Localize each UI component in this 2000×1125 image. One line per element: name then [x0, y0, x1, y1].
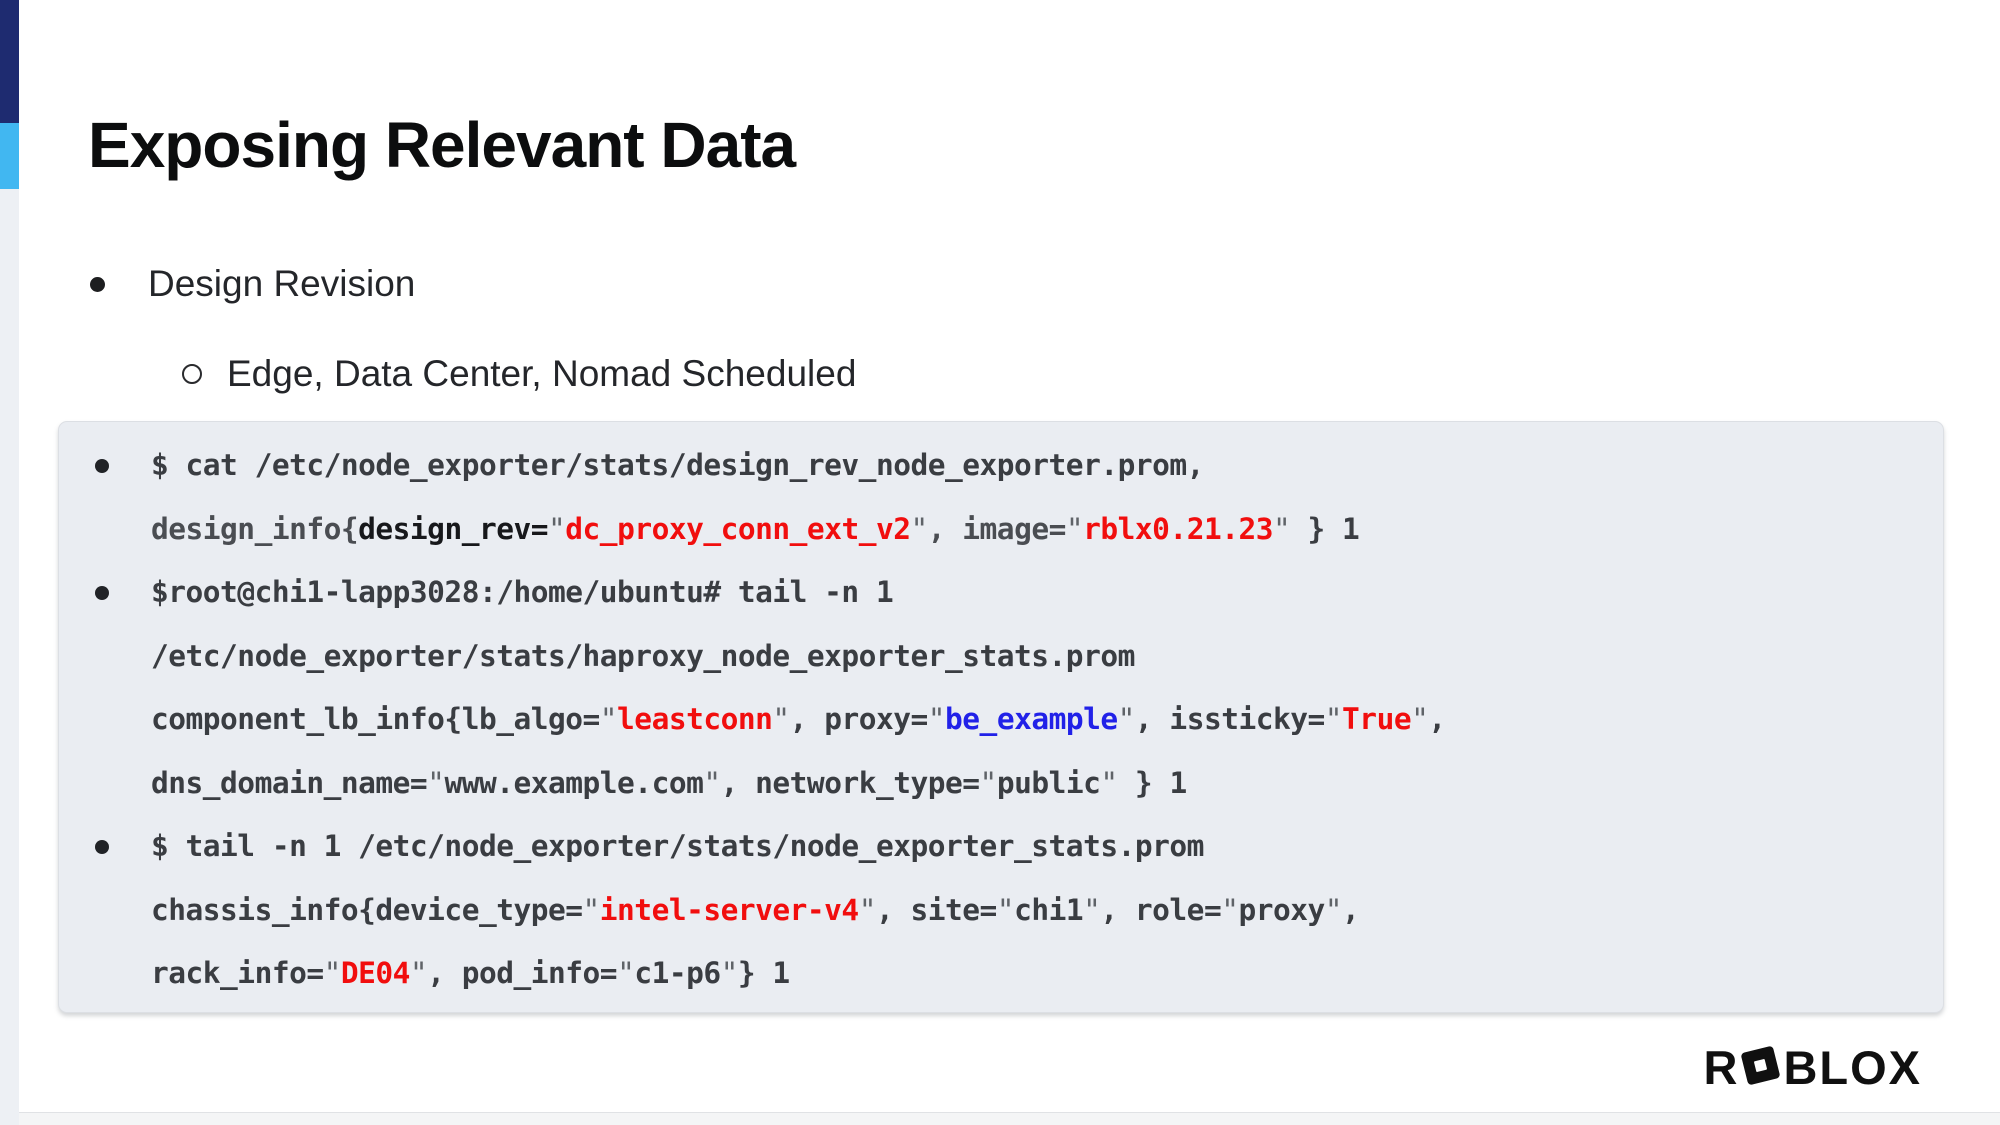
code-segment: " [1324, 702, 1343, 736]
code-item: $ tail -n 1 /etc/node_exporter/stats/nod… [59, 815, 1943, 1006]
code-segment: True [1342, 702, 1412, 736]
code-segment: $ tail -n 1 /etc/node_exporter/stats/nod… [151, 829, 1204, 863]
code-segment: rblx0.21.23 [1083, 511, 1273, 546]
code-segment: www.example.com [444, 765, 704, 800]
bullet-circle-icon [182, 364, 202, 384]
code-segment: , [1342, 892, 1360, 927]
code-segment: component_lb_info{lb_algo= [151, 702, 600, 736]
code-segment: " [772, 702, 790, 736]
accent-bar-navy [0, 0, 19, 123]
bullet-text: Edge, Data Center, Nomad Scheduled [227, 353, 857, 394]
code-bullet-dot-icon [95, 459, 109, 473]
code-segment: " [910, 511, 929, 546]
bullet-item-edge-datacenter-nomad: Edge, Data Center, Nomad Scheduled [182, 348, 856, 400]
slide-title: Exposing Relevant Data [88, 109, 796, 181]
code-segment: " [548, 511, 566, 546]
code-segment: } 1 [737, 956, 790, 990]
code-segment: , proxy= [789, 702, 929, 736]
accent-bar-sky [0, 123, 19, 189]
code-line: dns_domain_name="www.example.com", netwo… [151, 752, 1943, 816]
code-segment: /etc/node_exporter/stats/haproxy_node_ex… [151, 638, 1135, 673]
code-segment: , issticky= [1134, 702, 1325, 736]
code-segment: " [1117, 702, 1136, 736]
accent-bar-gray [0, 189, 19, 1125]
code-line: $ cat /etc/node_exporter/stats/design_re… [151, 434, 1943, 498]
code-line: $ tail -n 1 /etc/node_exporter/stats/nod… [151, 815, 1943, 879]
code-segment: " [720, 956, 739, 990]
code-segment: DE04 [340, 956, 411, 990]
code-segment: , [1428, 702, 1446, 736]
code-segment: design_info{ [151, 511, 359, 546]
code-segment: " [1083, 892, 1101, 927]
code-segment: " [427, 765, 445, 800]
code-segment: " [323, 956, 342, 990]
code-segment: " [617, 956, 635, 990]
roblox-square-hole [1754, 1058, 1768, 1072]
code-segment: chi1 [1014, 892, 1084, 927]
code-line: /etc/node_exporter/stats/haproxy_node_ex… [151, 625, 1943, 689]
code-segment: " [858, 892, 877, 927]
code-segment: dc_proxy_conn_ext_v2 [565, 511, 911, 546]
code-segment: " [1273, 511, 1291, 546]
code-line: component_lb_info{lb_algo="leastconn", p… [151, 688, 1943, 752]
code-segment: , network_type= [720, 765, 980, 800]
code-list: $ cat /etc/node_exporter/stats/design_re… [59, 434, 1943, 1006]
code-segment: leastconn [617, 702, 773, 736]
code-segment: } 1 [1290, 511, 1360, 546]
code-segment: " [1411, 702, 1429, 736]
code-bullet-dot-icon [95, 586, 109, 600]
code-segment: " [1100, 765, 1118, 800]
code-segment: c1-p6 [634, 956, 721, 990]
code-segment: dns_domain_name= [151, 765, 428, 800]
code-segment: " [927, 702, 946, 736]
code-segment: " [703, 765, 721, 800]
code-item: $root@chi1-lapp3028:/home/ubuntu# tail -… [59, 561, 1943, 815]
logo-text-blox: BLOX [1783, 1040, 1922, 1094]
code-segment: " [582, 892, 601, 927]
code-segment: , image= [927, 511, 1067, 546]
roblox-logo: R BLOX [1703, 1041, 1922, 1093]
code-segment: chassis_info{device_type= [151, 892, 583, 927]
code-line: rack_info="DE04", pod_info="c1-p6"} 1 [151, 942, 1943, 1006]
code-segment: " [599, 702, 618, 736]
code-segment: $ cat /etc/node_exporter/stats/design_re… [151, 448, 1204, 482]
bullet-dot-icon [90, 276, 105, 292]
code-segment: rack_info= [151, 956, 324, 990]
code-line: chassis_info{device_type="intel-server-v… [151, 879, 1943, 943]
code-bullet-dot-icon [95, 840, 109, 854]
code-segment: be_example [945, 702, 1118, 736]
slide-bottom-edge [0, 1112, 2000, 1125]
code-segment: " [409, 956, 428, 990]
code-block: $ cat /etc/node_exporter/stats/design_re… [58, 421, 1944, 1013]
bullet-item-design-revision: Design Revision [90, 258, 415, 310]
code-segment: " [979, 765, 998, 800]
code-segment: , pod_info= [427, 956, 618, 990]
code-line: design_info{design_rev="dc_proxy_conn_ex… [151, 498, 1943, 562]
code-item: $ cat /etc/node_exporter/stats/design_re… [59, 434, 1943, 561]
code-segment: " [996, 892, 1015, 927]
code-segment: } 1 [1117, 765, 1187, 800]
roblox-tilted-square-icon [1740, 1044, 1781, 1086]
code-segment: $root@chi1-lapp3028:/home/ubuntu# tail -… [151, 575, 894, 609]
code-segment: " [1065, 511, 1084, 546]
code-segment: design_rev= [358, 511, 549, 546]
code-segment: " [1221, 892, 1239, 927]
code-segment: intel-server-v4 [599, 892, 859, 927]
code-line: $root@chi1-lapp3028:/home/ubuntu# tail -… [151, 561, 1943, 625]
bullet-text: Design Revision [148, 263, 416, 304]
code-segment: proxy [1238, 892, 1325, 927]
code-segment: " [1324, 892, 1343, 927]
logo-text-r: R [1703, 1040, 1740, 1094]
code-segment: , role= [1100, 892, 1222, 927]
code-segment: , site= [875, 892, 997, 927]
code-segment: public [996, 765, 1101, 800]
